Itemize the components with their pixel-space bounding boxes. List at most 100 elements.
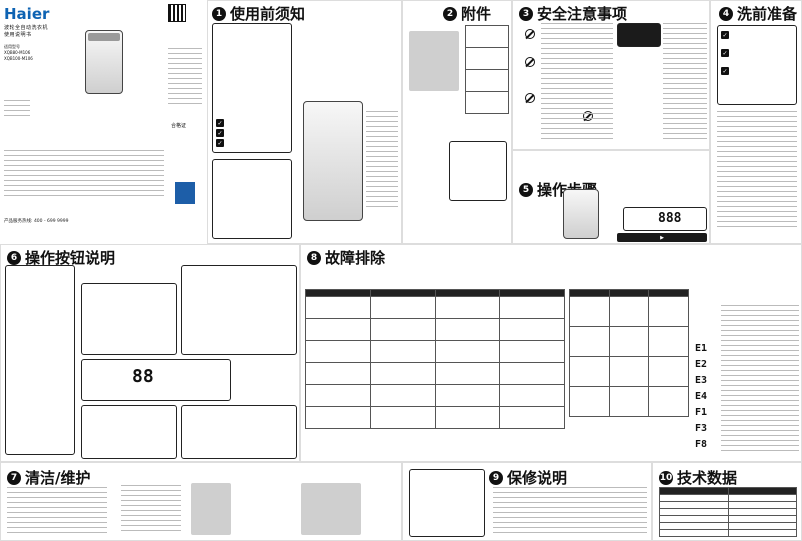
section-6-number: 6 [7,250,21,265]
prep-box [717,25,797,105]
section-1-title: 1 使用前须知 [212,3,305,24]
error-code-list: E1 E2 E3 E4 F1 F3 F8 [695,341,719,453]
function-text-box-2 [181,405,297,459]
section-10-title: 10 技术数据 [659,467,737,488]
model-1: XQB80-M106 [4,50,31,55]
prohibit-icon [525,93,535,103]
error-code: E1 [695,343,708,354]
cleaning-steps [121,485,181,535]
install-box [212,159,292,239]
washer-cutaway-image [303,101,363,221]
section-7-label: 清洁/维护 [25,469,91,487]
washer-image [85,30,123,94]
section-9-number: 9 [489,470,503,485]
section-3-label: 安全注意事项 [537,5,628,23]
section-10-label: 技术数据 [677,469,738,487]
section-5-number: 5 [519,182,533,197]
error-code: F1 [695,407,708,418]
troubleshoot-table-1 [305,289,565,429]
cover-index-panel: 合格证 [165,0,207,244]
check-icon: ✓ [721,49,729,57]
error-code: F8 [695,439,708,450]
section-2-number: 2 [443,6,457,21]
section-3-number: 3 [519,6,533,21]
function-text-box-3 [81,405,177,459]
section-4-title: 4 洗前准备 [719,3,797,24]
error-code: F3 [695,423,708,434]
prohibit-icon [525,29,535,39]
washer-image [563,189,599,239]
section-7-number: 7 [7,470,21,485]
precautions-box [212,23,292,153]
section-2-label: 附件 [461,5,492,23]
safety-text-right [663,23,707,143]
accessory-image [409,31,459,91]
check-icon: ✓ [216,129,224,137]
model-2: XQB100-M106 [4,56,33,61]
section-4-number: 4 [719,6,733,21]
button-desc-box [5,265,75,455]
warranty-text [493,487,647,537]
program-table-box [81,283,177,355]
control-panel-image: 888 [623,207,707,231]
section-3-title: 3 安全注意事项 [519,3,627,24]
check-icon: ✓ [721,31,729,39]
warranty-box [409,469,485,537]
cover-title: 波轮全自动洗衣机 [4,25,49,31]
section-9-panel: 9 保修说明 [402,462,652,541]
parts-labels [366,111,398,211]
section-4-panel: 4 洗前准备 ✓ ✓ ✓ [710,0,802,244]
qr-code [168,4,186,22]
section-8-number: 8 [307,250,321,265]
section-6-label: 操作按钮说明 [25,249,116,267]
section-9-title: 9 保修说明 [489,467,567,488]
section-10-panel: 10 技术数据 [652,462,802,541]
section-9-label: 保修说明 [507,469,568,487]
model-label: 适用型号 [4,44,20,49]
section-6-title: 6 操作按钮说明 [7,247,115,268]
check-icon: ✓ [216,139,224,147]
warning-box [617,23,661,47]
section-1-number: 1 [212,6,226,21]
display-digits: 888 [658,211,682,226]
section-10-number: 10 [659,470,673,485]
safety-text [541,23,613,143]
seal-text: 合格证 [171,123,187,129]
display-digits: 88 [132,366,154,387]
filter-image [191,483,231,535]
step-banner: ▶ [617,233,707,242]
brand-logo: Haier [4,5,50,23]
check-icon: ✓ [216,119,224,127]
section-5-panel: 5 操作步骤 888 ▶ [512,150,710,244]
drain-box [449,141,507,201]
cover-notes [4,100,30,120]
section-2-panel: 2 附件 [402,0,512,244]
prep-notes [717,111,797,231]
eco-badge [175,182,195,204]
cleaning-text [7,487,107,537]
panel-diagram: 88 [81,359,231,401]
section-1-label: 使用前须知 [230,5,306,23]
section-4-label: 洗前准备 [737,5,798,23]
section-7-title: 7 清洁/维护 [7,467,90,488]
accessories-table [465,25,509,114]
tech-data-table [659,487,797,537]
error-code: E3 [695,375,708,386]
section-7-panel: 7 清洁/维护 [0,462,402,541]
section-8-panel: 8 故障排除 E1 E2 E3 E4 F1 F3 F8 [300,244,802,462]
section-8-title: 8 故障排除 [307,247,385,268]
section-1-panel: 1 使用前须知 ✓ ✓ ✓ [207,0,402,244]
section-8-label: 故障排除 [325,249,386,267]
cover-warnings [4,150,164,200]
check-icon: ✓ [721,67,729,75]
cover-subtitle: 使用说明书 [4,32,32,38]
section-2-title: 2 附件 [443,3,491,24]
function-text-box [181,265,297,355]
error-code: E2 [695,359,708,370]
section-3-panel: 3 安全注意事项 [512,0,710,150]
prohibit-icon [525,57,535,67]
error-code: E4 [695,391,708,402]
hotline-text: 产品服务热线: 400 - 699 9999 [4,219,69,224]
index-list [168,48,202,108]
